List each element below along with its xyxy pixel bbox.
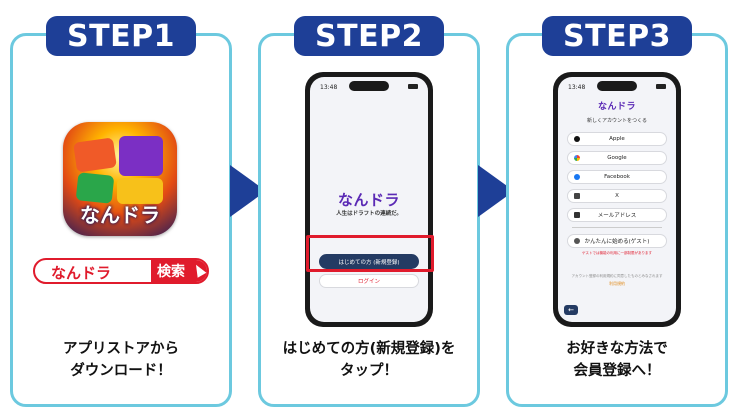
step3-caption: お好きな方法で 会員登録へ！ <box>509 338 725 382</box>
phone-notch <box>597 81 637 91</box>
signup-button[interactable]: はじめての方 (新規登録) <box>319 254 419 269</box>
option-label: メールアドレス <box>597 213 637 219</box>
terms-link[interactable]: 利用規約 <box>609 281 625 286</box>
phone-notch <box>349 81 389 91</box>
tagline: 人生はドラフトの連続だ。 <box>336 211 402 217</box>
status-time: 13:48 <box>320 83 338 91</box>
guest-button[interactable]: かんたんに始める(ゲスト) <box>567 234 667 248</box>
status-bar: 13:48 <box>568 82 666 92</box>
search-bar[interactable]: なんドラ 検索 <box>33 258 209 284</box>
login-button[interactable]: ログイン <box>319 274 419 288</box>
back-button[interactable]: ← <box>564 305 578 315</box>
phone-mockup: 13:48 なんドラ 新しくアカウントをつくる Apple Google Fac… <box>553 72 681 327</box>
search-button-label: 検索 <box>157 264 185 280</box>
option-label: Apple <box>609 136 625 142</box>
caption-line: ダウンロード！ <box>70 363 172 379</box>
facebook-signin-button[interactable]: Facebook <box>567 170 667 184</box>
step1-badge: STEP1 <box>46 16 196 56</box>
option-label: Facebook <box>604 174 630 180</box>
option-label: Google <box>607 155 627 161</box>
step1-panel: STEP1 なんドラ なんドラ 検索 アプリストアから ダウンロード！ <box>10 16 232 407</box>
app-icon[interactable]: なんドラ <box>63 122 177 236</box>
login-button-label: ログイン <box>357 279 380 285</box>
step3-badge: STEP3 <box>542 16 692 56</box>
status-time: 13:48 <box>568 83 586 91</box>
app-logo: なんドラ <box>337 191 400 209</box>
battery-icon <box>654 83 666 91</box>
step2-caption: はじめての方(新規登録)を タップ！ <box>261 338 477 382</box>
step1-caption: アプリストアから ダウンロード！ <box>13 338 229 382</box>
guest-button-label: かんたんに始める(ゲスト) <box>584 239 650 245</box>
facebook-icon <box>574 174 580 180</box>
x-signin-button[interactable]: X <box>567 189 667 203</box>
caption-line: タップ！ <box>340 363 398 379</box>
back-arrow-icon: ← <box>568 306 574 314</box>
caption-line: お好きな方法で <box>566 341 668 357</box>
apple-signin-button[interactable]: Apple <box>567 132 667 146</box>
phone-screen: 13:48 なんドラ 新しくアカウントをつくる Apple Google Fac… <box>558 77 676 322</box>
footer-note: アカウント登録の利用規約に同意したものとみなされます <box>571 274 663 278</box>
signup-heading: 新しくアカウントをつくる <box>587 118 647 124</box>
divider <box>572 227 662 228</box>
guest-note: ゲストでは機能の利用に一部制限があります <box>582 251 652 255</box>
cursor-icon <box>191 262 207 278</box>
google-signin-button[interactable]: Google <box>567 151 667 165</box>
caption-line: アプリストアから <box>63 341 179 357</box>
x-icon <box>574 193 580 199</box>
caption-line: 会員登録へ！ <box>573 363 661 379</box>
phone-mockup: 13:48 なんドラ 人生はドラフトの連続だ。 はじめての方 (新規登録) ログ… <box>305 72 433 327</box>
highlight-box <box>306 235 434 272</box>
signup-button-label: はじめての方 (新規登録) <box>338 259 400 266</box>
search-text: なんドラ <box>51 264 112 282</box>
app-icon-label: なんドラ <box>80 203 160 227</box>
phone-screen: 13:48 なんドラ 人生はドラフトの連続だ。 はじめての方 (新規登録) ログ… <box>310 77 428 322</box>
option-label: X <box>615 193 619 199</box>
user-icon <box>574 238 580 244</box>
apple-icon <box>574 136 580 142</box>
battery-icon <box>406 83 418 91</box>
caption-line: はじめての方(新規登録)を <box>282 341 456 357</box>
google-icon <box>574 155 580 161</box>
step2-badge: STEP2 <box>294 16 444 56</box>
search-button[interactable]: 検索 <box>151 260 207 282</box>
step2-panel: STEP2 13:48 なんドラ 人生はドラフトの連続だ。 はじめての方 (新規… <box>258 16 480 407</box>
mail-icon <box>574 212 580 218</box>
app-logo: なんドラ <box>597 102 636 112</box>
status-bar: 13:48 <box>320 82 418 92</box>
step3-panel: STEP3 13:48 なんドラ 新しくアカウントをつくる Apple Goog… <box>506 16 728 407</box>
email-signin-button[interactable]: メールアドレス <box>567 208 667 222</box>
